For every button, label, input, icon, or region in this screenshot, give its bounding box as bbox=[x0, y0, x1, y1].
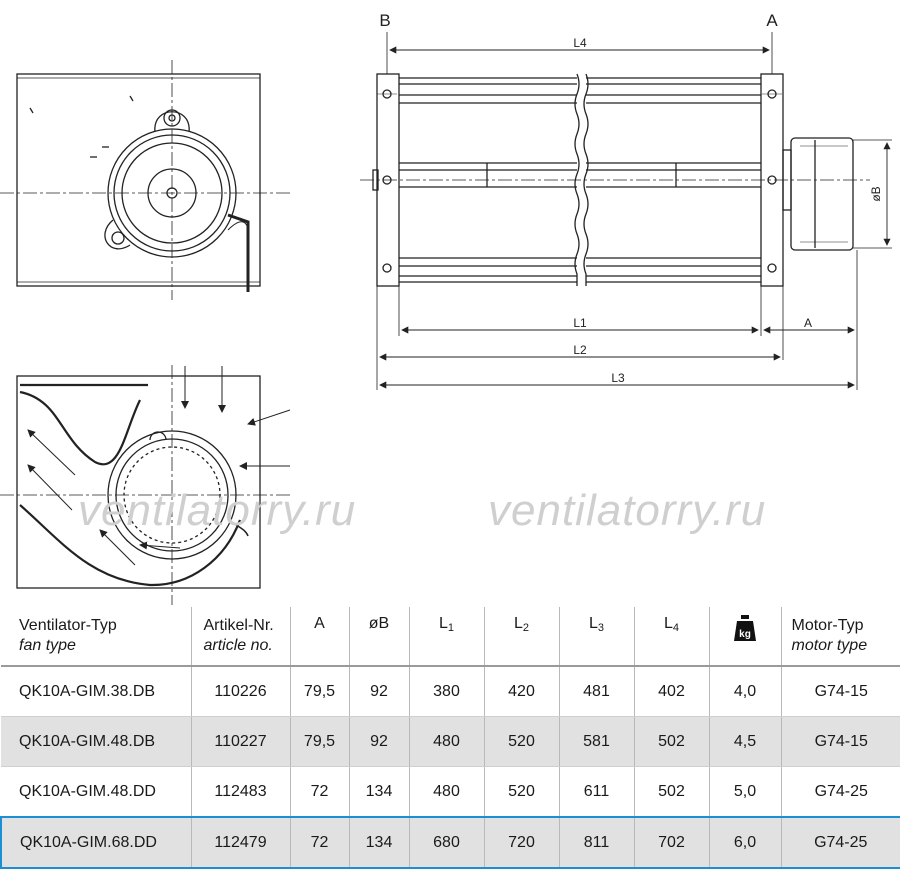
header-B: øB bbox=[349, 607, 410, 667]
cell-article: 112479 bbox=[191, 816, 291, 869]
specification-table: Ventilator-Typ fan type Artikel-Nr. arti… bbox=[0, 607, 900, 869]
header-A: A bbox=[290, 607, 350, 667]
watermark-right: ventilatorry.ru bbox=[488, 486, 767, 535]
cell-article: 112483 bbox=[191, 766, 291, 818]
cell-A: 72 bbox=[290, 816, 350, 869]
cell-L1: 480 bbox=[409, 716, 485, 767]
header-motor-type: Motor-Typ motor type bbox=[781, 607, 900, 667]
cell-motor: G74-15 bbox=[781, 716, 900, 767]
cell-L1: 480 bbox=[409, 766, 485, 818]
cell-B: 134 bbox=[349, 766, 410, 818]
cell-article: 110227 bbox=[191, 716, 291, 767]
header-L2: L2 bbox=[484, 607, 560, 667]
cell-L2: 520 bbox=[484, 716, 560, 767]
cell-article: 110226 bbox=[191, 666, 291, 717]
cell-L4: 702 bbox=[634, 816, 710, 869]
header-L1: L1 bbox=[409, 607, 485, 667]
table-row-selected[interactable]: QK10A-GIM.68.DD 112479 72 134 680 720 81… bbox=[0, 816, 900, 869]
cell-L4: 502 bbox=[634, 766, 710, 818]
cell-fan-type: QK10A-GIM.48.DB bbox=[1, 716, 192, 767]
cell-motor: G74-25 bbox=[781, 766, 900, 818]
airflow-section-drawing bbox=[0, 365, 291, 605]
side-view-drawing bbox=[0, 60, 290, 300]
weight-kg-icon: kg bbox=[734, 615, 756, 641]
cell-motor: G74-15 bbox=[781, 666, 900, 717]
watermark-left: ventilatorry.ru bbox=[78, 486, 357, 535]
cell-L4: 502 bbox=[634, 716, 710, 767]
cell-L3: 481 bbox=[559, 666, 635, 717]
cell-A: 79,5 bbox=[290, 666, 350, 717]
header-fan-type: Ventilator-Typ fan type bbox=[1, 607, 192, 667]
svg-text:kg: kg bbox=[739, 629, 751, 640]
cell-A: 72 bbox=[290, 766, 350, 818]
label-A: A bbox=[766, 11, 778, 30]
cell-B: 134 bbox=[349, 816, 410, 869]
cell-B: 92 bbox=[349, 716, 410, 767]
length-view-drawing bbox=[360, 32, 892, 390]
dim-B: øB bbox=[869, 186, 883, 201]
table-row[interactable]: QK10A-GIM.38.DB 110226 79,5 92 380 420 4… bbox=[1, 666, 900, 717]
dim-L2: L2 bbox=[573, 343, 587, 357]
cell-L2: 420 bbox=[484, 666, 560, 717]
cell-weight: 4,5 bbox=[709, 716, 782, 767]
header-article: Artikel-Nr. article no. bbox=[191, 607, 291, 667]
header-L3: L3 bbox=[559, 607, 635, 667]
cell-B: 92 bbox=[349, 666, 410, 717]
cell-motor: G74-25 bbox=[781, 816, 900, 869]
header-L4: L4 bbox=[634, 607, 710, 667]
cell-weight: 5,0 bbox=[709, 766, 782, 818]
dim-L4: L4 bbox=[573, 36, 587, 50]
table-row[interactable]: QK10A-GIM.48.DB 110227 79,5 92 480 520 5… bbox=[1, 716, 900, 767]
technical-drawings: B A L4 L1 A L2 L3 øB bbox=[0, 11, 892, 605]
cell-L2: 720 bbox=[484, 816, 560, 869]
cell-L2: 520 bbox=[484, 766, 560, 818]
cell-L3: 811 bbox=[559, 816, 635, 869]
dim-L1: L1 bbox=[573, 316, 587, 330]
cell-A: 79,5 bbox=[290, 716, 350, 767]
cell-fan-type: QK10A-GIM.68.DD bbox=[0, 816, 192, 869]
cell-L3: 581 bbox=[559, 716, 635, 767]
cell-fan-type: QK10A-GIM.38.DB bbox=[1, 666, 192, 717]
header-weight: kg bbox=[709, 607, 782, 667]
cell-L4: 402 bbox=[634, 666, 710, 717]
cell-L1: 680 bbox=[409, 816, 485, 869]
cell-weight: 4,0 bbox=[709, 666, 782, 717]
dimension-lines bbox=[379, 46, 891, 389]
cell-fan-type: QK10A-GIM.48.DD bbox=[1, 766, 192, 818]
label-B: B bbox=[379, 11, 390, 30]
cell-weight: 6,0 bbox=[709, 816, 782, 869]
table-row[interactable]: QK10A-GIM.48.DD 112483 72 134 480 520 61… bbox=[1, 766, 900, 818]
dim-A: A bbox=[804, 316, 812, 330]
cell-L1: 380 bbox=[409, 666, 485, 717]
cell-L3: 611 bbox=[559, 766, 635, 818]
table-header-row: Ventilator-Typ fan type Artikel-Nr. arti… bbox=[1, 607, 900, 667]
dim-L3: L3 bbox=[611, 371, 625, 385]
